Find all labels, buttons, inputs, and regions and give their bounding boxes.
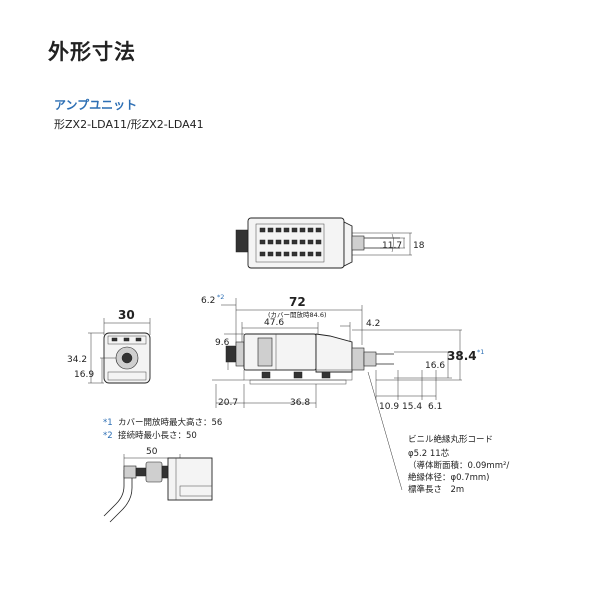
- dim-34-2: 34.2: [67, 355, 87, 365]
- note-2-mark: *2: [103, 431, 113, 441]
- top-view-end-cap: [343, 221, 353, 267]
- dim-6-1: 6.1: [428, 402, 442, 412]
- cord-leader-line: [367, 371, 403, 491]
- dim-36-8: 36.8: [290, 398, 310, 408]
- side-view: 6.2 *2 72 (カバー開放時84.6) 47.6 4.2: [201, 293, 484, 491]
- dim-6-2-mark: *2: [217, 293, 224, 301]
- top-view: 11.7 18: [235, 217, 425, 269]
- dim-18: 18: [413, 241, 425, 251]
- cord-spec-line-2: φ5.2 11芯: [408, 448, 450, 459]
- dim-11-7: 11.7: [382, 241, 402, 251]
- cord-spec: ビニル絶縁丸形コード φ5.2 11芯 （導体断面積：0.09mm²/ 絶縁体径…: [408, 434, 509, 495]
- cord-spec-line-3: （導体断面積：0.09mm²/: [408, 460, 509, 471]
- dim-15-4: 15.4: [402, 402, 422, 412]
- notes: *1 カバー開放時最大高さ：56 *2 接続時最小長さ：50: [103, 417, 222, 441]
- note-1-text: カバー開放時最大高さ：56: [118, 417, 222, 428]
- side-view-body: [243, 333, 317, 371]
- dim-20-7: 20.7: [218, 398, 238, 408]
- dim-16-9: 16.9: [74, 370, 94, 380]
- dim-72: 72: [289, 295, 306, 309]
- note-2-text: 接続時最小長さ：50: [118, 430, 197, 441]
- note-1-mark: *1: [103, 418, 113, 428]
- side-view-connector: [225, 345, 237, 363]
- dim-16-6: 16.6: [425, 361, 445, 371]
- dim-9-6: 9.6: [215, 338, 230, 348]
- dim-4-2: 4.2: [366, 319, 380, 329]
- page-title: 外形寸法: [48, 40, 136, 64]
- dim-47-6: 47.6: [264, 318, 284, 328]
- cord-spec-line-5: 標準長さ 2m: [408, 484, 464, 495]
- section-title: アンプユニット: [54, 98, 138, 112]
- model-label: 形ZX2-LDA11/形ZX2-LDA41: [54, 118, 204, 131]
- dim-38-4-mark: *1: [477, 348, 484, 356]
- dim-10-9: 10.9: [379, 402, 399, 412]
- dim-6-2: 6.2: [201, 296, 215, 306]
- side-view-cover: [257, 337, 273, 367]
- front-view: 30 34.2 16.9: [67, 308, 151, 384]
- dim-30: 30: [118, 308, 135, 322]
- side-view-cord-bushing: [351, 347, 365, 371]
- connector-view: 50: [103, 447, 213, 523]
- dim-38-4: 38.4: [447, 349, 477, 363]
- cord-spec-line-4: 絶縁体径：φ0.7mm): [408, 472, 490, 483]
- connector-amp-body: [167, 457, 213, 501]
- cover-open-note: (カバー開放時84.6): [268, 310, 327, 319]
- front-view-connector-pin: [121, 352, 133, 364]
- top-view-cable-gland: [235, 229, 249, 253]
- side-view-end-cap: [315, 333, 353, 373]
- cord-spec-line-1: ビニル絶縁丸形コード: [408, 434, 493, 445]
- top-view-cord-bushing: [351, 235, 365, 251]
- connector-plug: [145, 461, 163, 483]
- connector-cable: [103, 470, 125, 517]
- top-view-terminal-block: [255, 223, 325, 263]
- dim-50: 50: [146, 447, 158, 457]
